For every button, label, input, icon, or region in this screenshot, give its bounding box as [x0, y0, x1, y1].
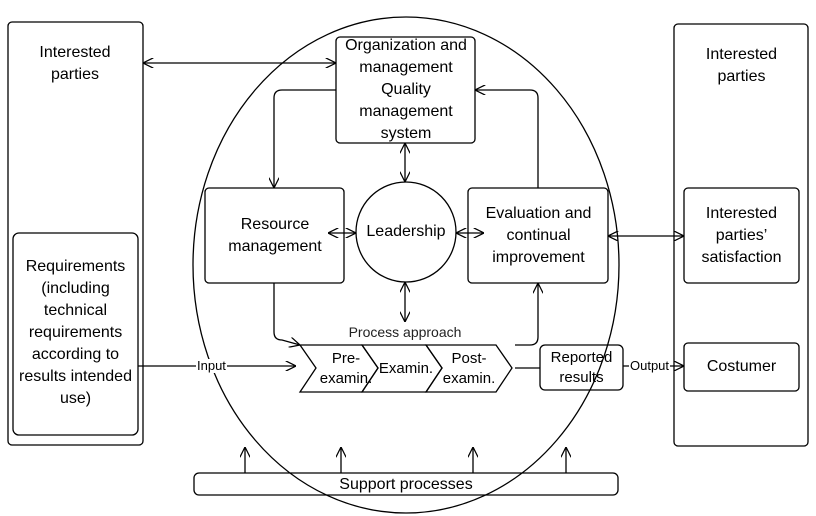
- requirements-box: [12, 232, 139, 436]
- arrow-evaluation-to-org: [475, 90, 539, 188]
- left-panel-title: Interested parties: [39, 44, 111, 83]
- input-label: Input: [196, 358, 227, 373]
- requirements-label: Requirements (including technical requir…: [19, 257, 132, 407]
- evaluation-label: Evaluation and continual improvement: [485, 205, 592, 266]
- right-panel-title: Interested parties: [705, 46, 778, 85]
- step-pre-examin: Pre-examin.: [319, 350, 373, 387]
- leadership-label: Leadership: [366, 223, 446, 240]
- arrow-org-to-resource: [274, 89, 336, 188]
- org-box-label: Organization and management Quality mana…: [345, 37, 467, 142]
- customer-label: Costumer: [706, 358, 777, 375]
- support-processes-label: Support processes: [339, 475, 473, 493]
- step-examin: Examin.: [378, 360, 434, 377]
- resource-label: Resource management: [228, 216, 322, 255]
- scope-circle: [192, 16, 620, 514]
- chevron-post-examin: [424, 344, 513, 393]
- arrow-resource-to-process: [273, 283, 300, 345]
- process-approach-label: Process approach: [348, 324, 462, 340]
- left-panel-box: [7, 21, 144, 446]
- satisfaction-label: Interested parties’ satisfaction: [701, 204, 782, 266]
- customer-box: [683, 342, 800, 392]
- step-post-examin: Post-examin.: [442, 350, 496, 387]
- support-processes-box: [193, 472, 619, 496]
- reported-results-label: Reported results: [550, 348, 613, 386]
- arrow-process-to-evaluation: [515, 283, 538, 346]
- output-label: Output: [629, 358, 671, 373]
